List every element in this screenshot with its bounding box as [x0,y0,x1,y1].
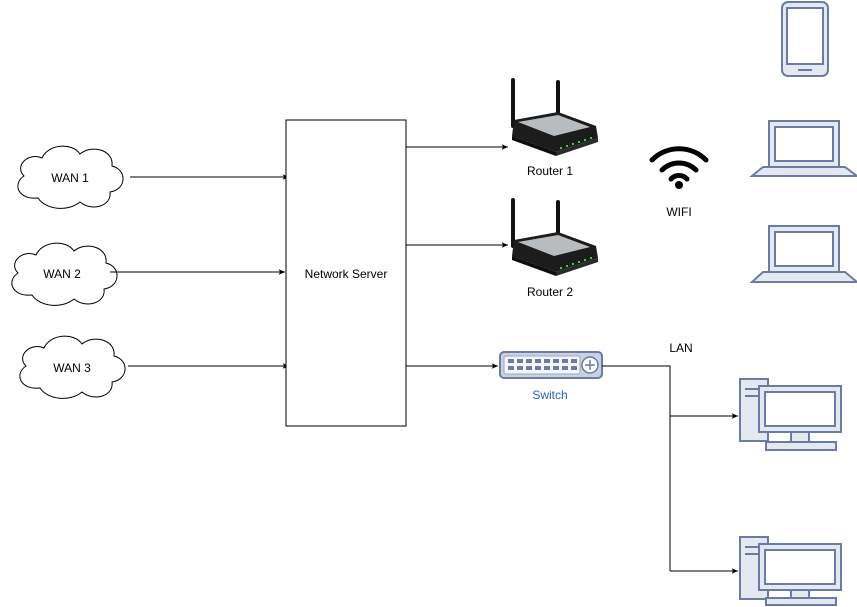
wifi-icon [649,146,709,189]
lan-label: LAN [669,341,692,355]
network-server-label: Network Server [305,267,388,281]
laptop-icon [749,225,857,283]
smartphone-icon [781,1,829,77]
wan-1-label: WAN 1 [51,171,89,185]
desktop-computer-icon [739,378,842,451]
desktop-computer-icon [739,536,842,606]
wan-3-cloud: WAN 3 [19,335,126,399]
wan-1-cloud: WAN 1 [17,145,124,209]
router-1-label: Router 1 [527,164,573,178]
router-2-label: Router 2 [527,285,573,299]
network-server-node: Network Server [285,119,407,427]
switch-icon [499,351,603,379]
wan-3-label: WAN 3 [53,361,91,375]
wan-2-label: WAN 2 [43,267,81,281]
switch-label: Switch [532,388,567,402]
wifi-label: WIFI [666,205,691,219]
lan-trunk-connector [602,365,671,571]
router-2-icon [511,198,598,276]
laptop-icon [749,120,857,177]
router-1-icon [511,78,598,156]
wan-2-cloud: WAN 2 [11,242,118,306]
